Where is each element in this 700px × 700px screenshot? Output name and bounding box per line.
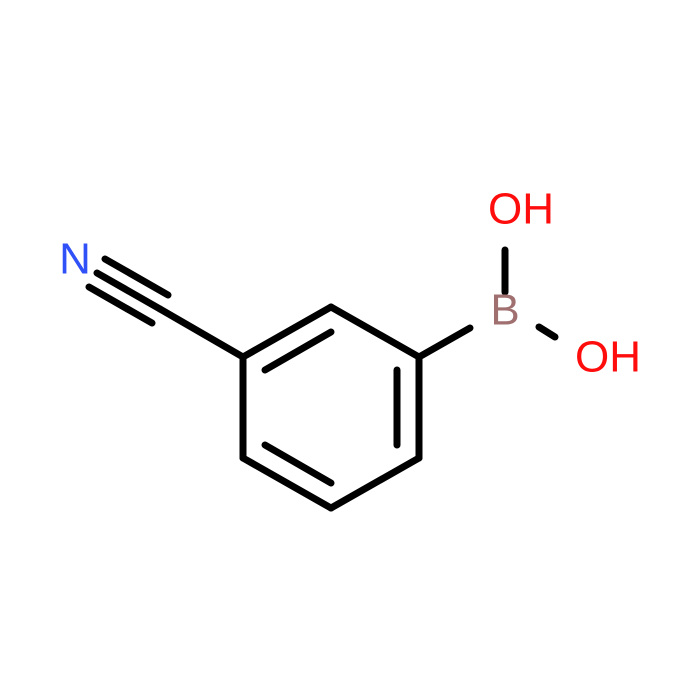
- ring-bond-bottom-left-inner: [261, 441, 335, 487]
- boronic-acid-group: B OH OH: [415, 185, 641, 382]
- boron-to-right-oh-bond: [535, 323, 559, 341]
- top-hydroxyl-label: OH: [488, 185, 554, 234]
- boron-label: B: [490, 286, 519, 335]
- benzene-ring: [239, 303, 423, 512]
- right-hydroxyl-label: OH: [575, 333, 641, 382]
- ring-bond-bottom-right: [327, 454, 423, 512]
- ring-bond-top-right: [327, 303, 423, 361]
- ring-to-nitrile-carbon-bond: [156, 305, 247, 361]
- nitrile-triple-bond-lower: [85, 283, 156, 327]
- nitrile-triple-bond-center: [93, 269, 164, 313]
- ring-bond-bottom-left: [239, 454, 335, 512]
- nitrile-group: N: [59, 235, 247, 361]
- nitrile-triple-bond-upper: [101, 255, 172, 299]
- nitrile-nitrogen-label: N: [59, 235, 91, 284]
- ring-to-boron-bond: [415, 324, 474, 361]
- ring-bond-top-left: [239, 303, 335, 361]
- ring-bond-top-left-inner: [261, 328, 335, 374]
